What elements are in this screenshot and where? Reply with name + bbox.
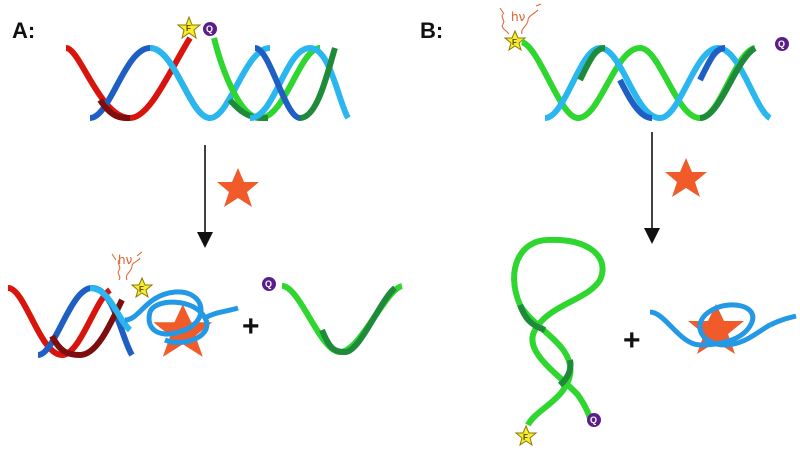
fluorophore-star: F [176, 15, 202, 40]
dark-green-b1 [577, 45, 606, 82]
green-strand-released [281, 283, 404, 356]
released-quencher-strand: Q [262, 277, 404, 356]
emission-label-a: hν [118, 253, 133, 267]
blue-b1 [617, 78, 653, 121]
blue-b2 [697, 45, 726, 82]
aptamer-target-complex-a [124, 289, 239, 357]
quencher-label: Q [206, 24, 213, 34]
panel-b-label: B: [420, 18, 443, 43]
aptamer-tail-a [203, 305, 239, 321]
emitting-fluorophore-a: hν F [111, 251, 154, 299]
fluorophore-star-hairpin: F [514, 424, 538, 447]
quencher-label-released: Q [265, 279, 272, 289]
aptamer-tail-b [768, 313, 797, 328]
quencher-label-b: Q [778, 39, 785, 49]
cyan-strand-right [249, 44, 351, 121]
fluorophore-label-hairpin: F [523, 433, 528, 442]
quencher-label-hairpin: Q [590, 415, 597, 425]
dark-green-released [319, 285, 398, 356]
aptamer-target-complex-b [649, 302, 797, 354]
aptamer-coil-b [649, 302, 772, 348]
quencher-dot: Q [203, 22, 217, 36]
dark-green-segment [227, 98, 269, 121]
cyan-strand-left [149, 45, 271, 122]
emitting-fluorophore-b: hν F [499, 3, 542, 52]
target-star-a [217, 168, 259, 207]
fluorophore-label-a2: F [139, 285, 144, 294]
emission-label-b: hν [511, 10, 526, 24]
plus-sign-a: + [242, 310, 260, 343]
quencher-dot-hairpin: Q [587, 413, 601, 427]
blue-strand-right [253, 45, 302, 121]
hairpin-right-strand [529, 236, 606, 419]
blue-strand-product [37, 284, 135, 358]
hairpin-dark-2 [557, 359, 574, 388]
red-strand [64, 36, 193, 122]
panel-a-label: A: [12, 18, 35, 43]
hairpin-left-strand [511, 237, 574, 427]
fluorophore-label-b: F [512, 38, 517, 47]
panel-b-duplex [520, 39, 772, 122]
hairpin-dark-1 [517, 303, 547, 333]
dark-red-segment [97, 98, 131, 121]
dark-green-b2 [699, 45, 757, 121]
hairpin-structure [511, 236, 606, 427]
fluorophore-label: F [186, 24, 191, 33]
quencher-dot-released [262, 277, 276, 291]
quencher-dot-b: Q [775, 37, 789, 51]
dark-red-product [49, 298, 125, 359]
cyan-strand-product [89, 285, 133, 333]
red-strand-product [7, 285, 113, 359]
aptamer-coil-a [124, 289, 210, 345]
panel-a-duplex [64, 36, 351, 122]
cyan-strand-b [544, 44, 772, 122]
target-star-b [665, 158, 707, 197]
plus-sign-b: + [623, 324, 641, 357]
dark-green-strand-right [299, 47, 338, 121]
panel-a-product-duplex [7, 284, 135, 359]
